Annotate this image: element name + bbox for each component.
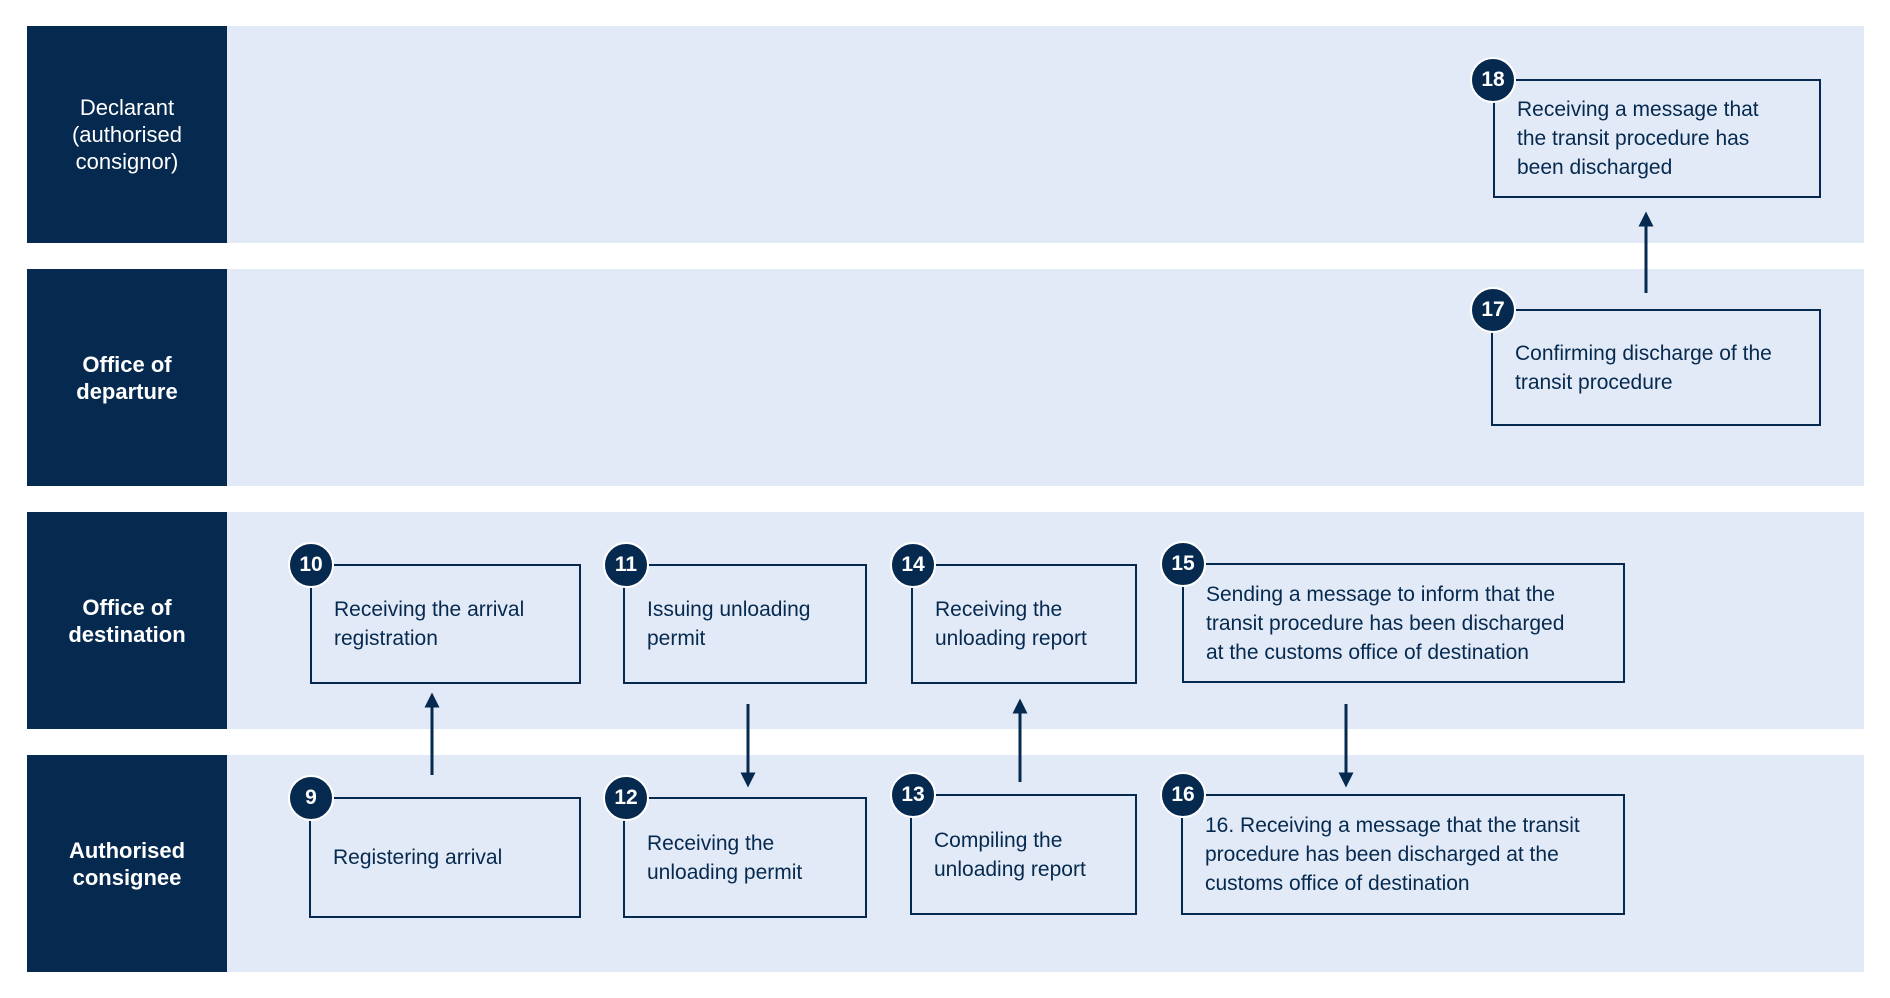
- lane-authorised-consignee: Authorised consignee: [27, 755, 1864, 972]
- lane-body-declarant: [227, 26, 1864, 243]
- lane-label-office-of-destination: Office of destination: [27, 512, 227, 729]
- lane-body-office-of-destination: [227, 512, 1864, 729]
- step-12-text: Receiving the unloading permit: [647, 831, 803, 884]
- lane-body-office-of-departure: [227, 269, 1864, 486]
- step-14-badge: 14: [890, 542, 936, 588]
- step-9-box: Registering arrival: [309, 797, 581, 918]
- step-18-badge: 18: [1470, 57, 1516, 103]
- lane-office-of-departure: Office of departure: [27, 269, 1864, 486]
- step-11-box: Issuing unloading permit: [623, 564, 867, 684]
- step-16-badge: 16: [1160, 772, 1206, 818]
- step-17-box: Confirming discharge of the transit proc…: [1491, 309, 1821, 426]
- step-9-badge: 9: [288, 775, 334, 821]
- lane-declarant: Declarant (authorised consignor): [27, 26, 1864, 243]
- step-18-text: Receiving a message that the transit pro…: [1517, 98, 1759, 179]
- step-9-text: Registering arrival: [333, 846, 503, 869]
- step-10-badge: 10: [288, 542, 334, 588]
- lane-label-declarant: Declarant (authorised consignor): [27, 26, 227, 243]
- lane-office-of-destination: Office of destination: [27, 512, 1864, 729]
- step-10-box: Receiving the arrival registration: [310, 564, 581, 684]
- step-11-text: Issuing unloading permit: [647, 598, 811, 650]
- step-17-badge: 17: [1470, 287, 1516, 333]
- step-12-badge: 12: [603, 775, 649, 821]
- step-15-text: Sending a message to inform that the tra…: [1206, 582, 1565, 664]
- step-11-badge: 11: [603, 542, 649, 588]
- step-14-box: Receiving the unloading report: [911, 564, 1137, 684]
- step-15-box: Sending a message to inform that the tra…: [1182, 563, 1625, 683]
- lane-label-office-of-departure: Office of departure: [27, 269, 227, 486]
- step-12-box: Receiving the unloading permit: [623, 797, 867, 918]
- step-16-text: 16. Receiving a message that the transit…: [1205, 814, 1580, 895]
- step-13-badge: 13: [890, 772, 936, 818]
- step-15-badge: 15: [1160, 541, 1206, 587]
- step-14-text: Receiving the unloading report: [935, 598, 1087, 650]
- step-16-box: 16. Receiving a message that the transit…: [1181, 794, 1625, 915]
- step-17-text: Confirming discharge of the transit proc…: [1515, 341, 1772, 394]
- lane-label-authorised-consignee: Authorised consignee: [27, 755, 227, 972]
- step-13-text: Compiling the unloading report: [934, 828, 1086, 881]
- step-10-text: Receiving the arrival registration: [334, 598, 525, 650]
- step-13-box: Compiling the unloading report: [910, 794, 1137, 915]
- step-18-box: Receiving a message that the transit pro…: [1493, 79, 1821, 198]
- lane-body-authorised-consignee: [227, 755, 1864, 972]
